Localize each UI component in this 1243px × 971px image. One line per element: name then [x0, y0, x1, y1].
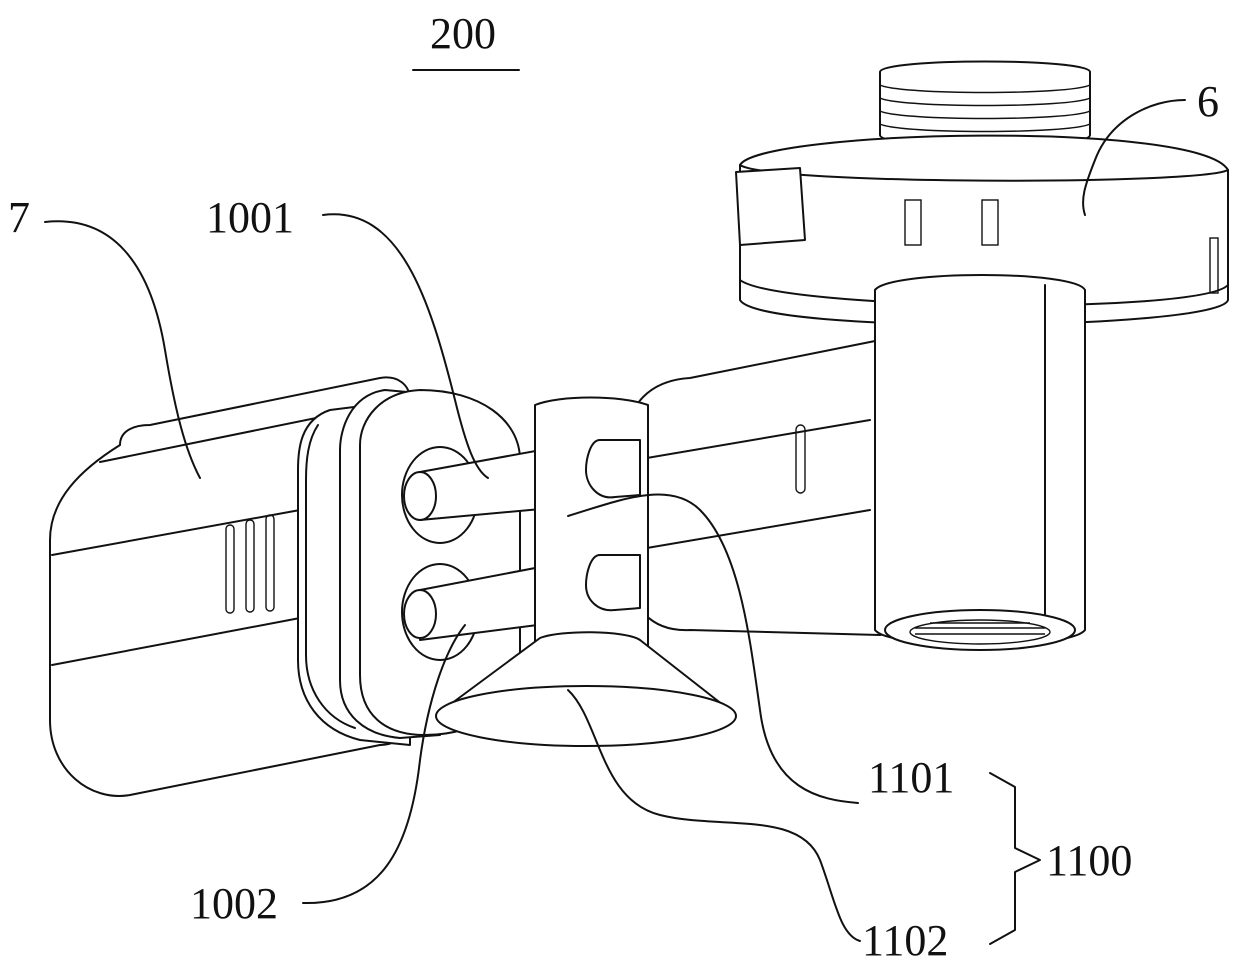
leader-lines — [44, 69, 1186, 945]
label-1102: 1102 — [862, 916, 948, 965]
bracket-1100 — [989, 772, 1041, 945]
leader-1002 — [302, 624, 466, 905]
leader-1001 — [322, 213, 489, 479]
label-1001: 1001 — [206, 193, 294, 242]
label-6: 6 — [1197, 77, 1219, 126]
outlet-cylinder — [874, 274, 1086, 651]
leader-6 — [1082, 99, 1186, 216]
leader-7 — [44, 220, 201, 479]
leader-1101 — [567, 493, 859, 804]
label-1002: 1002 — [190, 879, 278, 928]
nut-part-6 — [735, 60, 1229, 326]
center-connector — [534, 396, 649, 661]
label-1101: 1101 — [868, 753, 954, 802]
label-1100: 1100 — [1046, 836, 1132, 885]
leader-1102 — [567, 689, 861, 942]
label-7: 7 — [8, 193, 30, 242]
figure-number: 200 — [430, 9, 496, 58]
